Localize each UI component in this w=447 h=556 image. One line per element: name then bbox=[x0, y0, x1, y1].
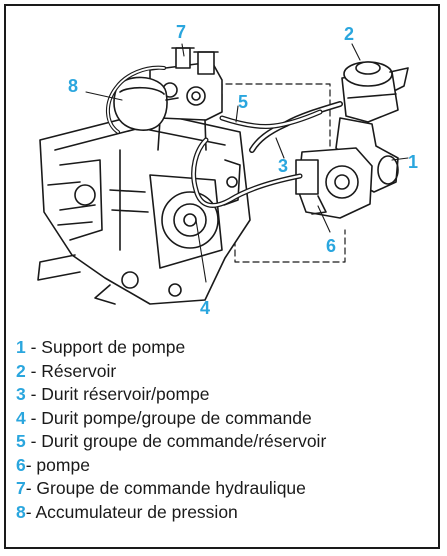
hydraulic-control-unit bbox=[149, 47, 223, 151]
legend-item-4: 4 - Durit pompe/groupe de commande bbox=[16, 407, 326, 431]
legend-item-6: 6- pompe bbox=[16, 454, 326, 478]
legend-number: 1 bbox=[16, 337, 26, 357]
legend-item-7: 7- Groupe de commande hydraulique bbox=[16, 477, 326, 501]
legend-number: 4 bbox=[16, 407, 26, 428]
callout-8: 8 bbox=[68, 76, 78, 96]
legend-text: - Support de pompe bbox=[25, 337, 186, 357]
hydraulic-system-illustration: 1 2 3 4 5 6 7 8 bbox=[37, 22, 418, 318]
leader-lines bbox=[85, 43, 409, 283]
legend-text: - Durit groupe de commande/réservoir bbox=[25, 431, 327, 451]
legend-item-1: 1 - Support de pompe bbox=[16, 336, 326, 360]
legend-text: - Durit pompe/groupe de commande bbox=[25, 407, 312, 428]
legend-number: 7 bbox=[16, 478, 26, 498]
legend-text: - pompe bbox=[25, 454, 90, 475]
legend-number: 2 bbox=[16, 360, 26, 381]
callout-6: 6 bbox=[326, 236, 336, 256]
legend-text: - Réservoir bbox=[25, 360, 117, 381]
hose-accumulator-inner bbox=[107, 66, 165, 133]
callout-1: 1 bbox=[408, 152, 418, 172]
legend-number: 6 bbox=[16, 454, 26, 475]
legend-number: 8 bbox=[16, 501, 26, 522]
legend-item-5: 5 - Durit groupe de commande/réservoir bbox=[16, 430, 326, 454]
pump bbox=[295, 147, 373, 219]
legend-text: - Groupe de commande hydraulique bbox=[25, 478, 306, 498]
reservoir bbox=[341, 61, 409, 123]
hose-control-reservoir-inner bbox=[220, 110, 322, 128]
legend-number: 3 bbox=[16, 384, 26, 404]
legend-text: - Durit réservoir/pompe bbox=[25, 384, 210, 404]
hose-pump-control-inner bbox=[192, 138, 302, 207]
callout-3: 3 bbox=[278, 156, 288, 176]
legend-list: 1 - Support de pompe 2 - Réservoir 3 - D… bbox=[16, 336, 326, 524]
callout-4: 4 bbox=[200, 298, 210, 318]
legend-number: 5 bbox=[16, 431, 26, 451]
legend-item-2: 2 - Réservoir bbox=[16, 360, 326, 384]
callout-2: 2 bbox=[344, 24, 354, 44]
callout-5: 5 bbox=[238, 92, 248, 112]
gearbox-housing bbox=[37, 111, 251, 305]
legend-item-8: 8- Accumulateur de pression bbox=[16, 501, 326, 525]
legend-text: - Accumulateur de pression bbox=[25, 501, 238, 522]
callout-7: 7 bbox=[176, 22, 186, 42]
pressure-accumulator bbox=[113, 76, 179, 131]
legend-item-3: 3 - Durit réservoir/pompe bbox=[16, 383, 326, 407]
